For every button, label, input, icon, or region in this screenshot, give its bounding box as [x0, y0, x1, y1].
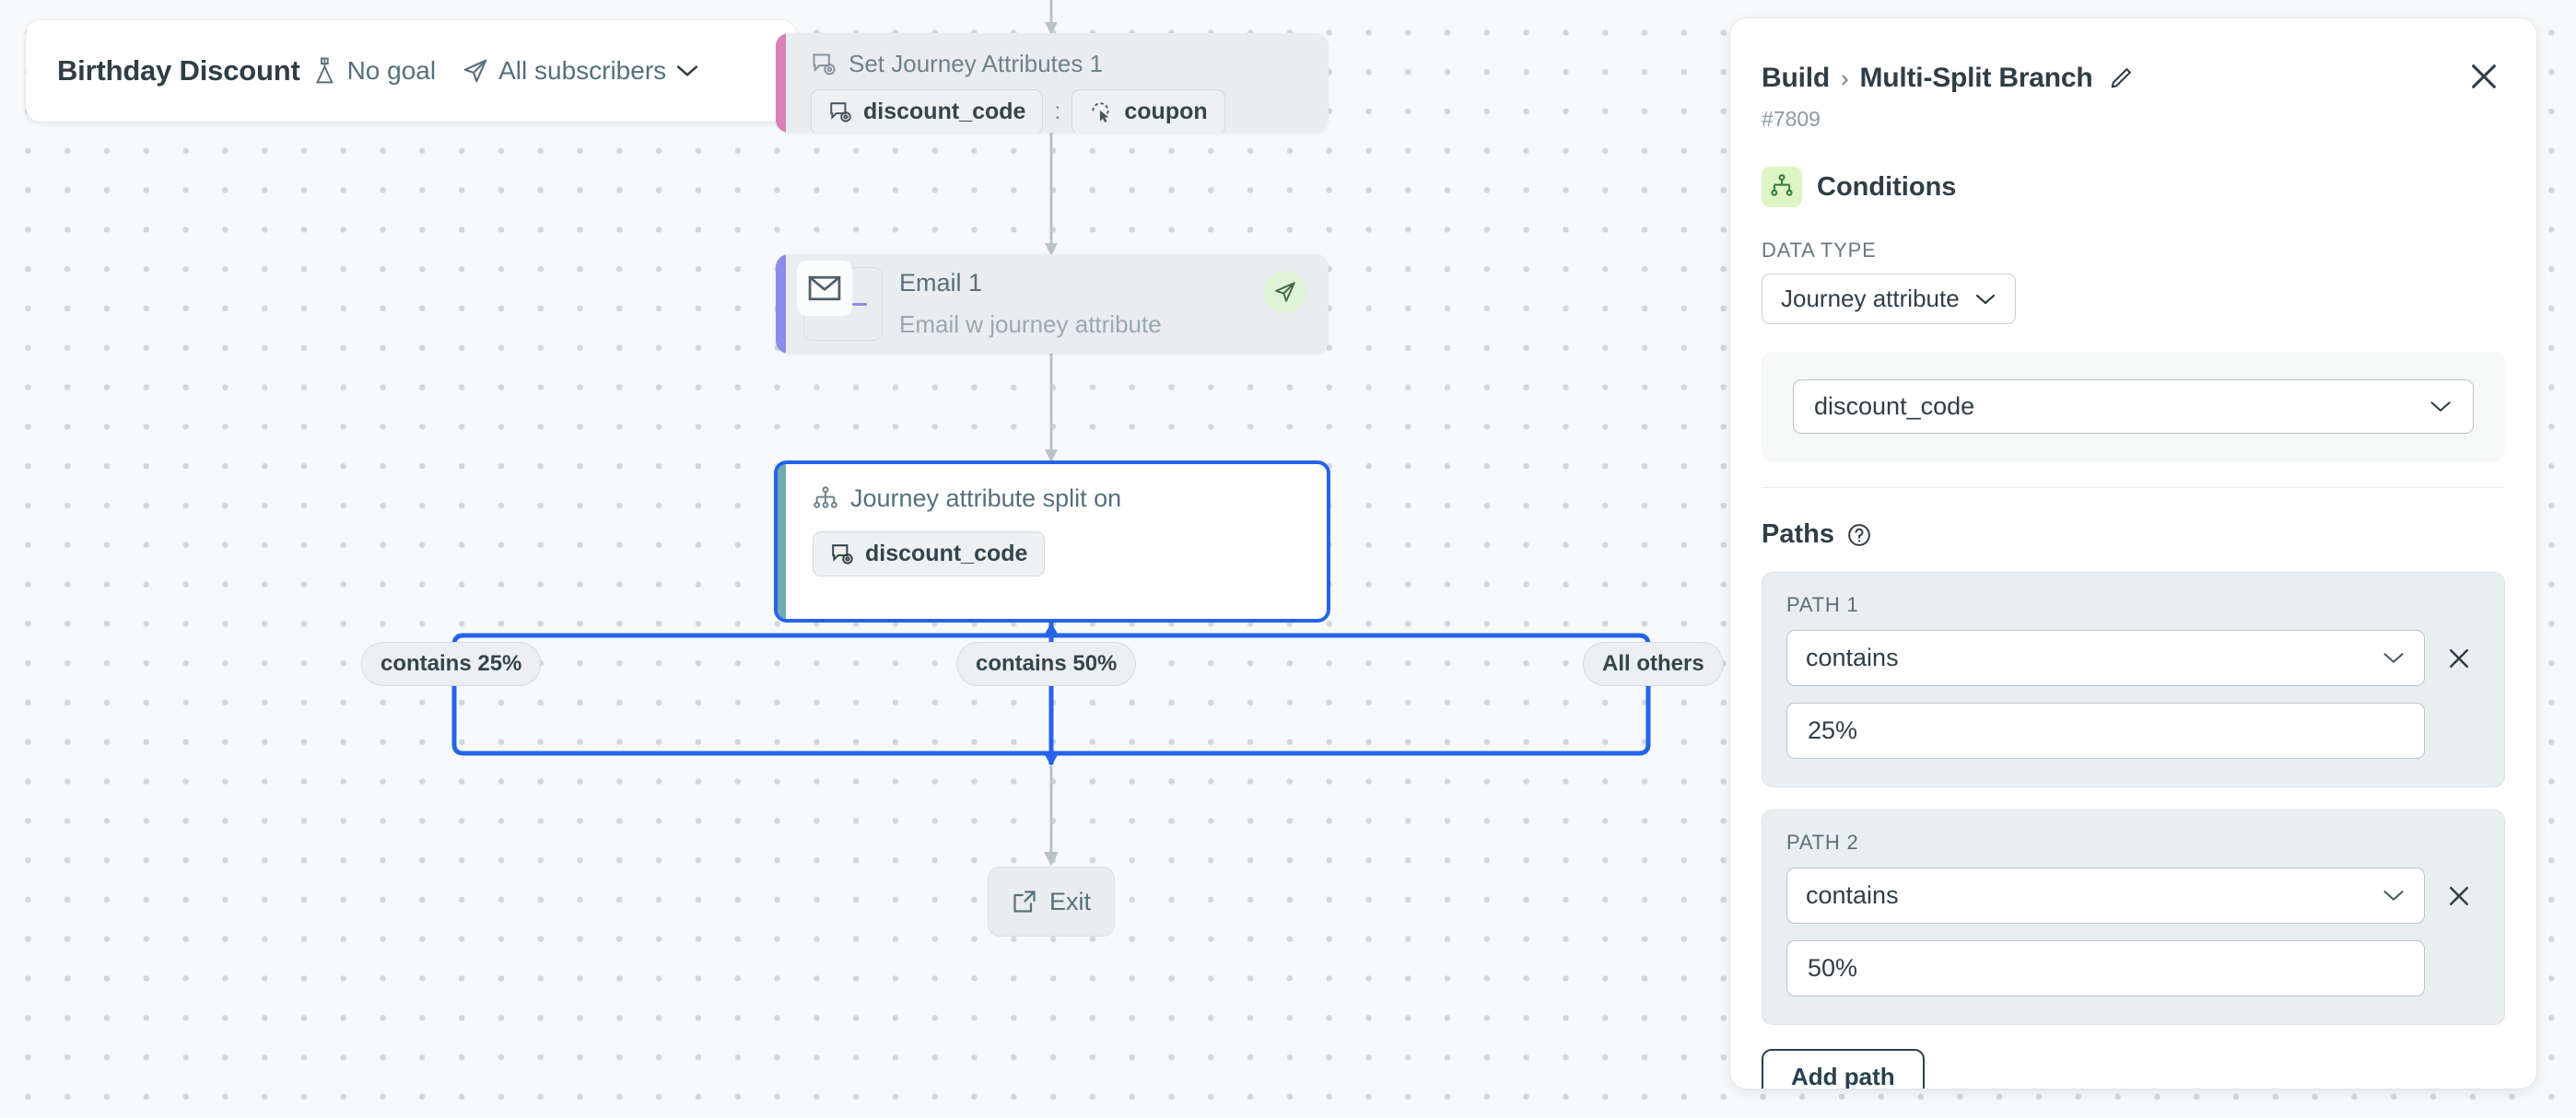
- conditions-section-title: Conditions: [1817, 171, 1957, 202]
- branch-label-path-2[interactable]: contains 50%: [956, 642, 1137, 686]
- pencil-icon[interactable]: [2108, 65, 2134, 91]
- branch-label-all-others[interactable]: All others: [1583, 642, 1724, 686]
- value-chip[interactable]: coupon: [1071, 89, 1225, 133]
- remove-path-button[interactable]: [2438, 875, 2480, 917]
- node-accent-bar: [776, 33, 786, 133]
- journey-attribute-icon: [830, 542, 854, 566]
- node-header: Journey attribute split on: [813, 484, 1306, 513]
- breadcrumb-root[interactable]: Build: [1762, 63, 1830, 93]
- path-value-input[interactable]: [1786, 703, 2425, 759]
- chip-separator: :: [1054, 99, 1061, 124]
- add-path-button[interactable]: Add path: [1762, 1049, 1925, 1089]
- path-label: PATH 1: [1786, 593, 1859, 616]
- chevron-down-icon: [2429, 399, 2453, 414]
- send-icon: [462, 57, 489, 85]
- data-type-select[interactable]: Journey attribute: [1762, 274, 2016, 324]
- paths-section-header: Paths: [1762, 519, 2536, 550]
- node-attribute-row: discount_code: [813, 531, 1306, 576]
- split-branch-icon: [813, 485, 838, 512]
- send-icon: [1264, 271, 1306, 313]
- node-subtitle-label: Email w journey attribute: [899, 310, 1162, 338]
- attribute-chip-label: discount_code: [863, 99, 1026, 124]
- panel-scroll-area[interactable]: Build › Multi-Split Branch #7809: [1730, 18, 2536, 1089]
- node-id-label: #7809: [1762, 107, 1821, 131]
- flow-node-multi-split-branch[interactable]: Journey attribute split on discount_code: [774, 460, 1330, 623]
- path-operator-value: contains: [1806, 644, 1899, 671]
- event-attribute-icon: [1089, 100, 1113, 124]
- chevron-down-icon: [2382, 888, 2406, 903]
- email-preview-thumbnail: [797, 261, 883, 341]
- flow-node-email-1[interactable]: Email 1 Email w journey attribute: [776, 254, 1329, 354]
- chevron-down-icon: [2382, 650, 2406, 666]
- journey-attribute-icon: [828, 100, 852, 124]
- branch-label-path-1[interactable]: contains 25%: [361, 642, 542, 686]
- node-title-label: Email 1: [899, 269, 983, 297]
- attribute-select-value: discount_code: [1814, 392, 1975, 420]
- attribute-select-container: discount_code: [1762, 352, 2505, 461]
- node-accent-bar: [778, 464, 786, 619]
- envelope-icon: [797, 261, 852, 316]
- node-settings-panel: Build › Multi-Split Branch #7809: [1730, 18, 2536, 1089]
- exit-label: Exit: [1048, 887, 1091, 915]
- path-operator-select[interactable]: contains: [1786, 868, 2425, 924]
- value-chip-label: coupon: [1124, 99, 1208, 124]
- node-title-label: Journey attribute split on: [850, 484, 1122, 512]
- attribute-chip[interactable]: discount_code: [811, 89, 1044, 133]
- path-value-input[interactable]: [1786, 940, 2425, 996]
- split-branch-icon: [1762, 167, 1802, 207]
- path-card: PATH 1 contains: [1762, 572, 2505, 787]
- flow-node-exit[interactable]: Exit: [988, 867, 1115, 937]
- panel-divider: [1762, 487, 2505, 488]
- attribute-select[interactable]: discount_code: [1793, 379, 2474, 434]
- path-card: PATH 2 contains: [1762, 809, 2505, 1025]
- node-attribute-row: discount_code : coupon: [811, 89, 1308, 133]
- email-preview-line: [852, 303, 867, 306]
- attribute-chip-label: discount_code: [865, 541, 1028, 566]
- path-operator-select[interactable]: contains: [1786, 630, 2425, 686]
- close-icon[interactable]: [2463, 55, 2505, 98]
- panel-header: Build › Multi-Split Branch #7809: [1730, 18, 2536, 132]
- chevron-down-icon[interactable]: [675, 63, 699, 79]
- flow-node-set-journey-attributes[interactable]: Set Journey Attributes 1 discount_code :: [776, 33, 1329, 133]
- journey-header-card[interactable]: Birthday Discount No goal All subscriber…: [26, 20, 796, 122]
- path-operator-value: contains: [1806, 881, 1899, 909]
- paths-section-title: Paths: [1762, 519, 1834, 549]
- breadcrumb-separator: ›: [1841, 64, 1849, 92]
- exit-icon: [1012, 889, 1037, 914]
- node-header: Set Journey Attributes 1: [811, 50, 1308, 78]
- remove-path-button[interactable]: [2438, 637, 2480, 680]
- data-type-value: Journey attribute: [1781, 285, 1960, 312]
- journey-goal-label: No goal: [346, 56, 437, 85]
- question-circle-icon[interactable]: [1846, 522, 1872, 548]
- conditions-section-header: Conditions: [1762, 167, 2536, 207]
- chevron-down-icon: [1974, 292, 1996, 307]
- journey-title: Birthday Discount: [57, 54, 300, 87]
- journey-goal[interactable]: No goal: [313, 56, 437, 86]
- breadcrumb-current: Multi-Split Branch: [1859, 63, 2093, 93]
- path-label: PATH 2: [1786, 831, 1859, 854]
- node-accent-bar: [776, 254, 786, 354]
- node-title-label: Set Journey Attributes 1: [849, 50, 1104, 77]
- data-type-label: DATA TYPE: [1762, 239, 1877, 262]
- journey-attribute-icon: [811, 52, 837, 77]
- attribute-chip[interactable]: discount_code: [813, 531, 1046, 576]
- journey-audience[interactable]: All subscribers: [462, 56, 699, 86]
- flag-icon: [313, 57, 338, 85]
- breadcrumb: Build › Multi-Split Branch: [1762, 63, 2496, 94]
- journey-audience-label: All subscribers: [498, 56, 667, 85]
